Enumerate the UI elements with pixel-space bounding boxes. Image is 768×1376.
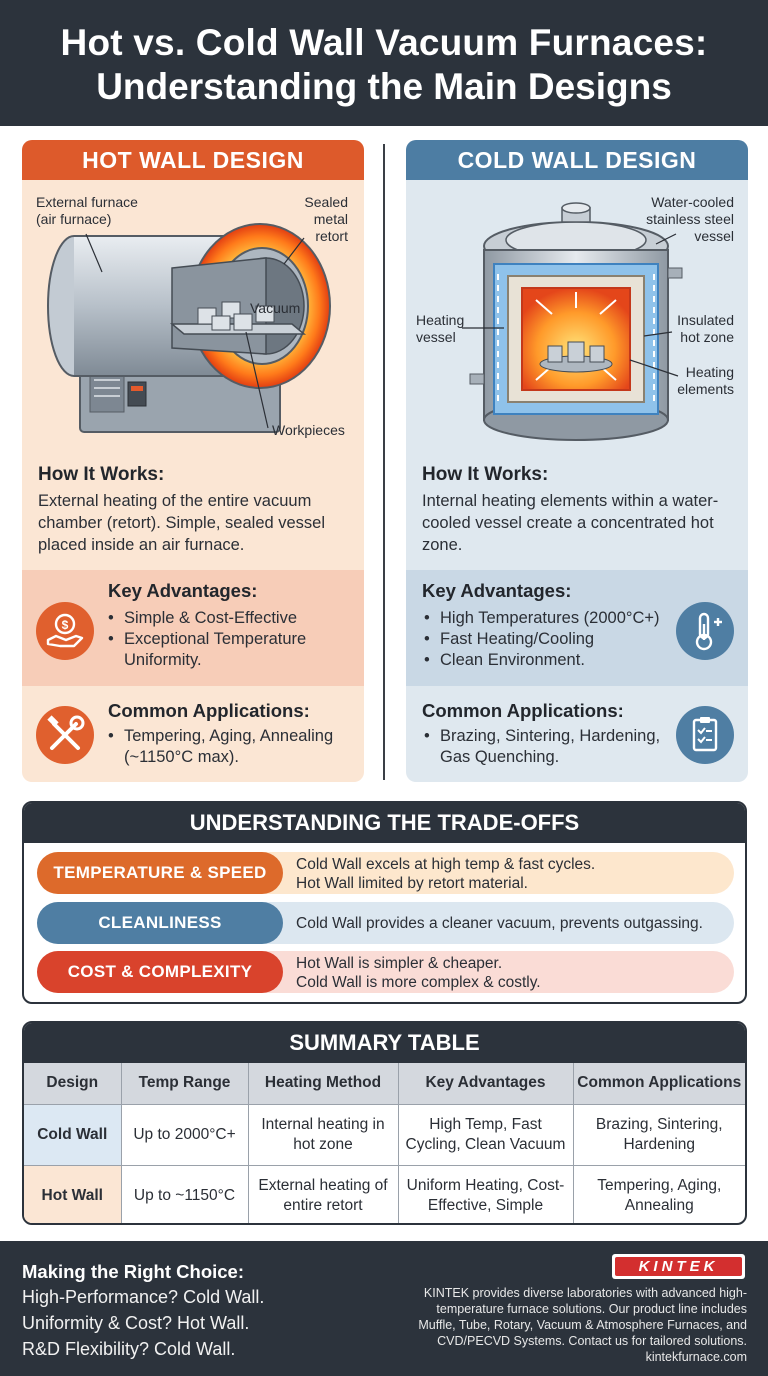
tradeoff-text: Hot Wall is simpler & cheaper. Cold Wall… [296, 955, 541, 991]
table-cell: External heating of entire retort [248, 1165, 399, 1223]
tradeoff-label: TEMPERATURE & SPEED [37, 852, 283, 894]
cold-advantages-section: Key Advantages: High Temperatures (2000°… [406, 570, 748, 686]
tools-icon [36, 706, 94, 764]
hot-advantages-list: Simple & Cost-Effective Exceptional Temp… [108, 608, 358, 671]
label-external-furnace: External furnace (air furnace) [36, 194, 138, 227]
table-cell: Up to 2000°C+ [121, 1104, 249, 1166]
thermometer-icon [676, 602, 734, 660]
panel-divider [383, 144, 385, 780]
cold-applications-heading: Common Applications: [422, 700, 624, 721]
footer-url-link[interactable]: kintekfurnace.com [645, 1350, 747, 1364]
cold-wall-panel: COLD WALL DESIGN [406, 140, 748, 782]
tradeoff-label: COST & COMPLEXITY [37, 951, 283, 993]
tradeoffs-section: UNDERSTANDING THE TRADE-OFFS TEMPERATURE… [22, 801, 747, 1004]
list-item: Tempering, Aging, Annealing (~1150°C max… [108, 726, 358, 768]
cold-wall-illustration: Water-cooled stainless steel vessel Heat… [406, 184, 748, 454]
footer-line: High-Performance? Cold Wall. [22, 1287, 265, 1307]
footer-line: Uniformity & Cost? Hot Wall. [22, 1313, 250, 1333]
hot-advantages-section: $ Key Advantages: Simple & Cost-Effectiv… [22, 570, 364, 686]
summary-table: Design Temp Range Heating Method Key Adv… [24, 1063, 745, 1223]
list-item: High Temperatures (2000°C+) [424, 608, 684, 629]
cold-advantages-list: High Temperatures (2000°C+) Fast Heating… [424, 608, 684, 671]
tradeoffs-title: UNDERSTANDING THE TRADE-OFFS [24, 803, 745, 843]
table-cell: Tempering, Aging, Annealing [597, 1176, 722, 1214]
tradeoff-row-cleanliness: CLEANLINESS Cold Wall provides a cleaner… [37, 902, 734, 944]
hot-how-heading: How It Works: [38, 464, 165, 485]
tradeoff-label: CLEANLINESS [37, 902, 283, 944]
table-cell: Cold Wall [24, 1104, 122, 1166]
svg-text:$: $ [62, 618, 69, 632]
hot-wall-illustration: External furnace (air furnace) Sealed me… [22, 184, 364, 454]
label-vacuum: Vacuum [250, 300, 301, 316]
table-header: Key Advantages [398, 1063, 574, 1105]
page-header: Hot vs. Cold Wall Vacuum Furnaces: Under… [0, 0, 768, 126]
footer-blurb: KINTEK provides diverse laboratories wit… [418, 1286, 747, 1348]
page-footer: Making the Right Choice: High-Performanc… [0, 1241, 768, 1376]
hot-wall-panel: HOT WALL DESIGN [22, 140, 364, 782]
table-cell: Uniform Heating, Cost-Effective, Simple [398, 1165, 574, 1223]
table-cell: Internal heating in hot zone [248, 1104, 399, 1166]
table-row: Cold Wall Up to 2000°C+ Internal heating… [24, 1104, 745, 1166]
table-header: Common Applications [573, 1063, 745, 1105]
table-cell: High Temp, Fast Cycling, Clean Vacuum [398, 1104, 574, 1166]
cold-applications-list: Brazing, Sintering, Hardening, Gas Quenc… [424, 726, 684, 768]
label-insulated-hot-zone: Insulated hot zone [677, 312, 734, 345]
hot-advantages-heading: Key Advantages: [108, 580, 258, 601]
cold-wall-title: COLD WALL DESIGN [406, 140, 748, 180]
clipboard-icon [676, 706, 734, 764]
table-header: Temp Range [121, 1063, 249, 1105]
hot-applications-heading: Common Applications: [108, 700, 310, 721]
cold-how-text: Internal heating elements within a water… [422, 492, 719, 554]
footer-heading: Making the Right Choice: [22, 1261, 244, 1282]
list-item: Simple & Cost-Effective [108, 608, 358, 629]
list-item: Brazing, Sintering, Hardening, Gas Quenc… [424, 726, 684, 768]
hot-how-text: External heating of the entire vacuum ch… [38, 492, 326, 554]
tradeoff-text: Cold Wall excels at high temp & fast cyc… [296, 856, 596, 892]
cold-wall-furnace-illustration [462, 202, 683, 441]
hot-applications-list: Tempering, Aging, Annealing (~1150°C max… [108, 726, 358, 768]
label-sealed-retort: Sealed metal retort [304, 194, 348, 244]
table-header: Heating Method [248, 1063, 399, 1105]
label-heating-vessel: Heating vessel [416, 312, 465, 345]
money-hand-icon: $ [36, 602, 94, 660]
list-item: Clean Environment. [424, 650, 684, 671]
table-header: Design [24, 1063, 122, 1105]
list-item: Fast Heating/Cooling [424, 629, 684, 650]
tradeoff-row-cost: COST & COMPLEXITY Hot Wall is simpler & … [37, 951, 734, 993]
summary-title: SUMMARY TABLE [24, 1023, 745, 1063]
kintek-logo[interactable]: KINTEK [612, 1254, 745, 1279]
tradeoff-text: Cold Wall provides a cleaner vacuum, pre… [296, 915, 703, 932]
cold-how-heading: How It Works: [422, 464, 549, 485]
label-heating-elements: Heating elements [677, 364, 734, 397]
table-row: Hot Wall Up to ~1150°C External heating … [24, 1165, 745, 1223]
summary-section: SUMMARY TABLE Design Temp Range Heating … [22, 1021, 747, 1225]
list-item: Exceptional Temperature Uniformity. [108, 629, 358, 671]
table-cell: Hot Wall [24, 1165, 122, 1223]
table-cell: Up to ~1150°C [121, 1165, 249, 1223]
hot-wall-title: HOT WALL DESIGN [22, 140, 364, 180]
page-title-line1: Hot vs. Cold Wall Vacuum Furnaces: [60, 22, 708, 63]
label-workpieces: Workpieces [272, 422, 345, 438]
table-cell: Brazing, Sintering, Hardening [573, 1104, 745, 1166]
tradeoff-row-temperature: TEMPERATURE & SPEED Cold Wall excels at … [37, 852, 734, 894]
footer-line: R&D Flexibility? Cold Wall. [22, 1339, 236, 1359]
table-header-row: Design Temp Range Heating Method Key Adv… [24, 1063, 745, 1105]
page-title-line2: Understanding the Main Designs [96, 66, 672, 107]
cold-advantages-heading: Key Advantages: [422, 580, 572, 601]
hot-wall-furnace-illustration [47, 223, 331, 433]
label-water-cooled-vessel: Water-cooled stainless steel vessel [646, 194, 734, 244]
